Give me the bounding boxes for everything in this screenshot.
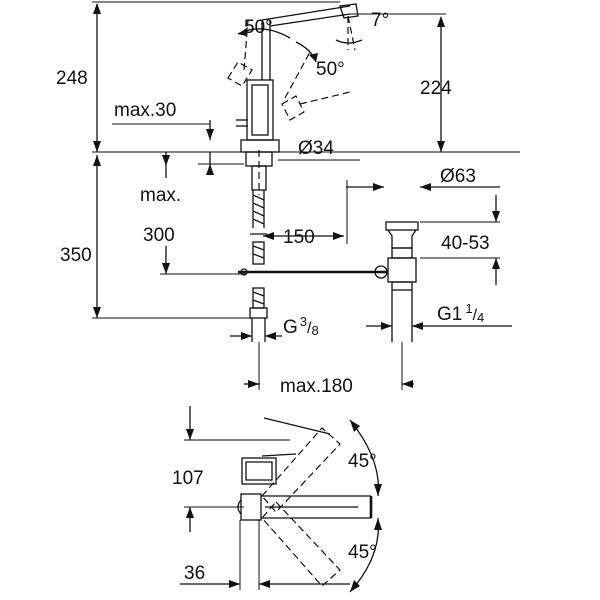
elevation-view: 248 50° 7° 50° 224 max.30 Ø34 max. 300 1…: [56, 1, 520, 397]
handle-position-right: [281, 95, 305, 121]
arc-7: [335, 39, 363, 44]
hose-hatching-top: [252, 194, 265, 225]
arrow-4053-top: [492, 211, 500, 222]
arrow-107-bottom: [186, 507, 194, 518]
label-max30: max.30: [114, 100, 176, 121]
arrow-224-bottom: [437, 141, 445, 152]
label-g114-num: 1: [465, 301, 472, 316]
handle-axis-right: [284, 51, 311, 99]
plan-handle-base: [241, 457, 277, 485]
label-g38-num: 3: [300, 314, 307, 329]
label-angle-50-right: 50°: [316, 59, 345, 80]
faucet-body-inner: [251, 84, 269, 136]
arrow-45-top-end: [350, 420, 360, 432]
arrow-45-top-start: [374, 484, 382, 496]
arrow-g114-left: [381, 322, 392, 330]
label-g38-base: G: [283, 317, 298, 338]
arrow-350-top: [93, 155, 101, 166]
arrow-g38-right: [265, 332, 276, 340]
label-angle-7: 7°: [371, 10, 389, 31]
waste-body: [387, 257, 417, 283]
arrow-g38-left: [241, 332, 252, 340]
spout-top-edge: [261, 5, 351, 21]
label-248: 248: [56, 68, 88, 89]
plan-handle-inner: [245, 461, 273, 481]
arrow-4053-bottom: [492, 258, 500, 269]
label-max: max.: [140, 185, 181, 206]
arrow-107-top: [186, 429, 194, 440]
label-300: 300: [143, 225, 175, 246]
hose-segment-bottom: [252, 287, 265, 309]
plan-spout-rotated-up: [261, 427, 341, 513]
plan-spout-rotated-down: [261, 501, 341, 587]
label-45-bottom: 45°: [348, 542, 377, 563]
arrow-224-top: [437, 16, 445, 27]
label-max180: max.180: [280, 376, 353, 397]
waste-flange: [385, 221, 419, 231]
hose-hatching-bottom: [252, 291, 265, 305]
arrow-d63-left: [373, 183, 384, 191]
arrow-150-left: [263, 232, 274, 240]
waste-thread: [391, 281, 413, 291]
arrow-arc-50-left: [238, 27, 248, 36]
arrow-45-bottom-end: [350, 580, 360, 592]
hose-connector: [249, 307, 268, 319]
label-d63: Ø63: [440, 166, 476, 187]
label-angle-50-left: 50°: [244, 17, 273, 38]
label-4053: 40-53: [441, 233, 490, 254]
waste-collar: [391, 247, 413, 259]
label-g114-den: 4: [477, 310, 484, 325]
label-107: 107: [172, 468, 204, 489]
plan-handle-lever: [261, 453, 297, 457]
faucet-base: [240, 139, 280, 153]
arrow-180-right: [402, 380, 413, 388]
arrow-d63-right: [420, 183, 431, 191]
arrow-300: [162, 263, 170, 274]
handle-position-left: [227, 61, 253, 87]
label-350: 350: [60, 245, 92, 266]
arrow-g114-right: [412, 322, 423, 330]
arrow-arc-50-right: [309, 53, 318, 62]
spout-axis-angled: [347, 15, 356, 51]
hose-segment-middle: [252, 241, 265, 265]
plan-body-curve: [237, 499, 242, 515]
popup-rod-knob: [240, 268, 248, 276]
arrow-max: [162, 155, 170, 166]
plan-body: [240, 493, 262, 521]
handle-leader-right: [299, 91, 351, 105]
plan-view: 107 45° 45° 36: [172, 406, 382, 593]
label-g38-slash: /: [307, 320, 312, 337]
label-g114-base: G1: [437, 304, 462, 325]
label-45-top: 45°: [348, 451, 377, 472]
arrow-36-right: [259, 580, 270, 588]
label-g38-den: 8: [311, 323, 318, 338]
waste-rod-nut: [374, 265, 388, 279]
arrow-180-left: [248, 380, 259, 388]
plan-handle-dashed-leader: [263, 417, 331, 435]
handle-axis-left: [243, 19, 249, 71]
label-224: 224: [420, 78, 452, 99]
label-36: 36: [184, 563, 205, 584]
label-g114-slash: /: [473, 307, 478, 324]
arrow-248-top: [93, 3, 101, 14]
arrow-248-bottom: [93, 141, 101, 152]
arrow-150-right: [333, 232, 344, 240]
label-150: 150: [283, 227, 315, 248]
arrow-max30-bottom: [206, 164, 214, 175]
arrow-max30-top: [206, 129, 214, 140]
faucet-body: [246, 79, 274, 141]
arrow-36-left: [229, 580, 240, 588]
waste-body-top: [387, 229, 417, 249]
arrow-45-bottom-start: [374, 518, 382, 530]
hose-hatching-mid: [252, 245, 265, 259]
spout-bottom-edge: [269, 13, 351, 27]
label-d34: Ø34: [298, 138, 334, 159]
arrow-350-bottom: [93, 307, 101, 318]
spout-outlet: [339, 3, 359, 19]
